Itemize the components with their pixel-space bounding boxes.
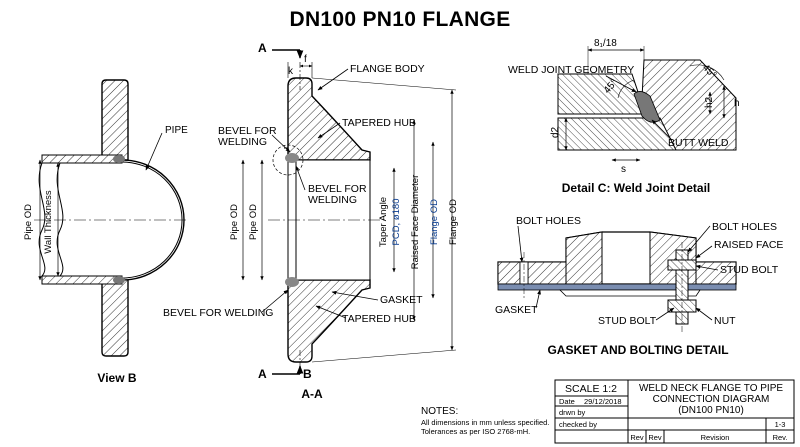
view-b <box>34 79 186 357</box>
pipe-od-label-view-b: Pipe OD <box>23 204 34 240</box>
weld-joint-geometry-label: WELD JOINT GEOMETRY <box>508 64 634 76</box>
taper-angle-label: Taper Angle <box>378 197 389 247</box>
nut-label: NUT <box>714 315 736 327</box>
scale-label: SCALE 1:2 <box>565 383 617 395</box>
date-label: Date <box>559 397 575 406</box>
title-block <box>554 379 795 444</box>
h2-label: h2 <box>704 96 715 108</box>
drawn-by-label: drwn by <box>559 408 586 417</box>
drawing-title-line-3: (DN100 PN10) <box>678 405 744 416</box>
notes-heading: NOTES: <box>421 406 459 417</box>
d2-label: d2 <box>550 126 561 138</box>
pipe-od-label-2: Pipe OD <box>248 204 259 240</box>
gasket-detail-caption: GASKET AND BOLTING DETAIL <box>547 343 728 357</box>
date-value: 29/12/2018 <box>584 397 622 406</box>
checked-by-label: checked by <box>559 420 597 429</box>
pipe-label: PIPE <box>165 125 188 136</box>
flange-upper-section <box>101 79 129 161</box>
bevel-label-bottom: BEVEL FOR WELDING <box>163 307 273 319</box>
gasket-bolting-detail <box>497 225 737 332</box>
view-b-caption: View B <box>97 371 136 385</box>
bolt-holes-label-left: BOLT HOLES <box>516 215 581 227</box>
notes-line-1: All dimensions in mm unless specified. <box>421 418 550 427</box>
f-label: f <box>304 54 307 65</box>
rev-col-2: Rev <box>648 433 662 442</box>
bevel-label-inner-2: WELDING <box>308 194 357 206</box>
section-aa <box>241 49 457 375</box>
rev-col-3: Rev. <box>773 433 788 442</box>
notes-line-2: Tolerances as per ISO 2768-mH. <box>421 427 531 436</box>
detail-c <box>557 46 737 162</box>
flange-lower-section <box>101 277 129 357</box>
section-aa-caption: A-A <box>301 387 323 401</box>
dim-top-label: 8₁/18 <box>594 38 617 49</box>
bevel-label-top-1: BEVEL FOR <box>218 125 277 137</box>
gasket-label-detail: GASKET <box>495 304 538 316</box>
tapered-hub-label-bottom: TAPERED HUB <box>342 313 416 325</box>
upper-flange-section <box>287 77 371 161</box>
rev-col-1: Rev <box>630 433 644 442</box>
butt-weld-label: BUTT WELD <box>668 137 729 149</box>
stud-bolt-label-bottom: STUD BOLT <box>598 315 657 327</box>
s-label: s <box>621 164 626 175</box>
pipe-od-label-1: Pipe OD <box>229 204 240 240</box>
section-marker-b: B <box>303 367 312 381</box>
revision-col: Revision <box>701 433 730 442</box>
tapered-hub-label-top: TAPERED HUB <box>342 117 416 129</box>
wall-thickness-label: Wall Thickness <box>43 190 54 254</box>
flange-od-label-1: Flange OD <box>429 199 440 245</box>
notes-block: NOTES: All dimensions in mm unless speci… <box>421 406 549 436</box>
raised-face-diameter-label: Raised Face Diameter <box>410 175 421 270</box>
stud-bolt-label-right: STUD BOLT <box>720 264 779 276</box>
bevel-label-inner-1: BEVEL FOR <box>308 183 367 195</box>
drawing-title-line-1: WELD NECK FLANGE TO PIPE <box>639 383 783 394</box>
h-label: h <box>734 98 740 109</box>
bevel-label-top-2: WELDING <box>218 136 267 148</box>
raised-face-label: RAISED FACE <box>714 239 783 251</box>
gasket-label-section: GASKET <box>380 294 423 306</box>
k-label: k <box>288 66 294 77</box>
drawing-title-line-2: CONNECTION DIAGRAM <box>653 394 770 405</box>
detail-c-caption: Detail C: Weld Joint Detail <box>562 181 710 195</box>
section-marker-a-bottom: A <box>258 367 267 381</box>
section-marker-a-top: A <box>258 41 267 55</box>
sheet-number: 1-3 <box>775 420 786 429</box>
pcd-label: PCD, ø180 <box>391 199 402 246</box>
bolt-holes-label-right: BOLT HOLES <box>712 221 777 233</box>
flange-body-label: FLANGE BODY <box>350 63 425 75</box>
drawing-title: DN100 PN10 FLANGE <box>289 8 511 31</box>
flange-od-label-2: Flange OD <box>448 199 459 245</box>
lower-flange-section <box>287 279 371 363</box>
